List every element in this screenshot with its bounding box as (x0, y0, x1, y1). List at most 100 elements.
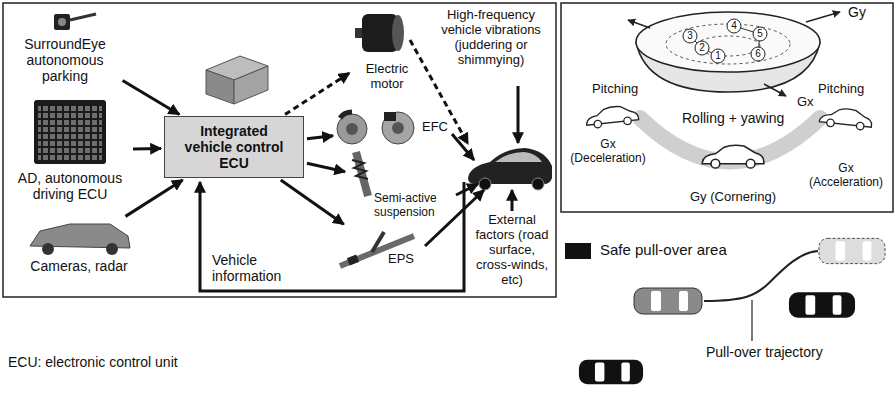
legend-text: Safe pull-over area (600, 241, 727, 258)
actuator: Semi-active suspension (348, 148, 452, 220)
flow-arrow (307, 163, 345, 171)
node-text: Cameras, radar (14, 258, 144, 274)
pull-over-scene (751, 300, 752, 341)
g-g-bowl (806, 12, 840, 22)
motion-label: Gy (Cornering) (690, 190, 776, 205)
sensor-chassis (106, 243, 118, 255)
g-g-bowl (683, 29, 697, 43)
ad-ecu-chip (34, 100, 106, 164)
ad-ecu-chip (38, 104, 102, 160)
node-text: EPS (388, 252, 422, 267)
flow-arrow (285, 73, 349, 114)
actuator: EFC (336, 112, 450, 146)
pull-over-scene (579, 238, 885, 384)
input-device: Cameras, radar (14, 218, 144, 274)
brake-disc-icon (384, 112, 396, 121)
vehicle-illustration (495, 152, 542, 162)
pull-over-scene (579, 360, 643, 385)
panel-frame (3, 3, 893, 297)
motion-label: Gx (Deceleration) (566, 138, 650, 166)
electric-motor-icon (392, 15, 404, 51)
g-g-bowl (711, 49, 725, 63)
g-g-bowl (628, 20, 650, 28)
pull-over-scene (789, 292, 855, 317)
control-unit-box: Integrated vehicle control ECU (164, 116, 304, 178)
flow-arrow (133, 147, 161, 151)
motion-band (819, 106, 873, 131)
loop-label: Vehicle information (212, 252, 312, 284)
parking-camera-icon (54, 14, 70, 30)
flow-arrow (200, 182, 464, 291)
flow-arrow (456, 184, 478, 195)
ecu-unit-photo (206, 70, 234, 104)
ad-ecu-chip (34, 100, 106, 164)
note-text: External factors (road surface, cross-wi… (470, 213, 554, 288)
callout-number: 2 (695, 41, 709, 55)
flow-arrow (123, 81, 180, 115)
callout-number: 1 (711, 49, 725, 63)
brake-disc-icon (382, 112, 414, 144)
callout-number: 5 (753, 27, 767, 41)
flow-arrow (307, 136, 333, 139)
flow-arrow (511, 190, 514, 211)
node-text: Electric motor (352, 62, 422, 92)
legend-swatch (565, 243, 591, 259)
electric-motor-icon (355, 14, 404, 52)
g-g-bowl (753, 27, 767, 41)
g-g-bowl (695, 41, 709, 55)
parking-camera-icon (54, 14, 96, 30)
brake-disc-icon (392, 122, 404, 134)
motion-label: Pitching (592, 82, 638, 97)
brake-disc-icon (337, 112, 414, 144)
sensor-chassis (42, 243, 54, 255)
shock-absorber-icon (352, 160, 368, 179)
flow-arrow (517, 86, 520, 143)
axis-label: Gy (848, 4, 866, 20)
pull-over-scene (634, 288, 702, 314)
leader-label: Pull-over trajectory (706, 344, 823, 360)
panel-frame (3, 3, 556, 297)
g-g-bowl (690, 26, 760, 56)
vehicle-illustration (479, 178, 491, 190)
flow-arrow (281, 180, 344, 224)
node-text: SurroundEye autonomous parking (10, 36, 120, 84)
pull-over-scene (819, 238, 885, 263)
panel-frame (561, 3, 893, 212)
brake-disc-icon (340, 112, 352, 118)
input-device: AD, autonomous driving ECU (10, 98, 130, 202)
steering-rack-icon (347, 254, 359, 265)
motion-band (702, 145, 764, 168)
brake-disc-icon (346, 123, 358, 135)
sensor-chassis (30, 224, 130, 255)
vehicle-illustration (468, 148, 552, 190)
actuator: EPS (336, 226, 422, 272)
axis-label: Gx (797, 95, 814, 110)
ecu-unit-photo (234, 66, 268, 104)
note-text: High-frequency vehicle vibrations (judde… (428, 8, 554, 68)
motion-label: Gx (Acceleration) (804, 162, 888, 190)
electric-motor-icon (355, 28, 363, 38)
callout-number: 6 (751, 47, 765, 61)
g-g-bowl (764, 84, 786, 96)
motion-label: Pitching (818, 82, 864, 97)
actuator: Electric motor (352, 6, 422, 92)
ecu-unit-photo (206, 56, 268, 104)
footnote: ECU: electronic control unit (8, 354, 178, 370)
g-g-bowl (628, 12, 840, 96)
flow-arrow (125, 180, 182, 216)
g-g-bowl (727, 19, 741, 33)
callout-number: 3 (683, 29, 697, 43)
node-text: Integrated vehicle control ECU (176, 123, 292, 171)
vehicle-illustration (532, 178, 544, 190)
parking-camera-icon (70, 14, 96, 20)
steering-rack-icon (372, 232, 384, 252)
input-device: SurroundEye autonomous parking (10, 8, 120, 84)
g-g-bowl (696, 36, 760, 56)
parking-camera-icon (58, 18, 66, 26)
shock-absorber-icon (352, 152, 368, 196)
node-text: AD, autonomous driving ECU (10, 170, 130, 202)
node-text: EFC (422, 120, 450, 135)
callout-number: 4 (727, 19, 741, 33)
